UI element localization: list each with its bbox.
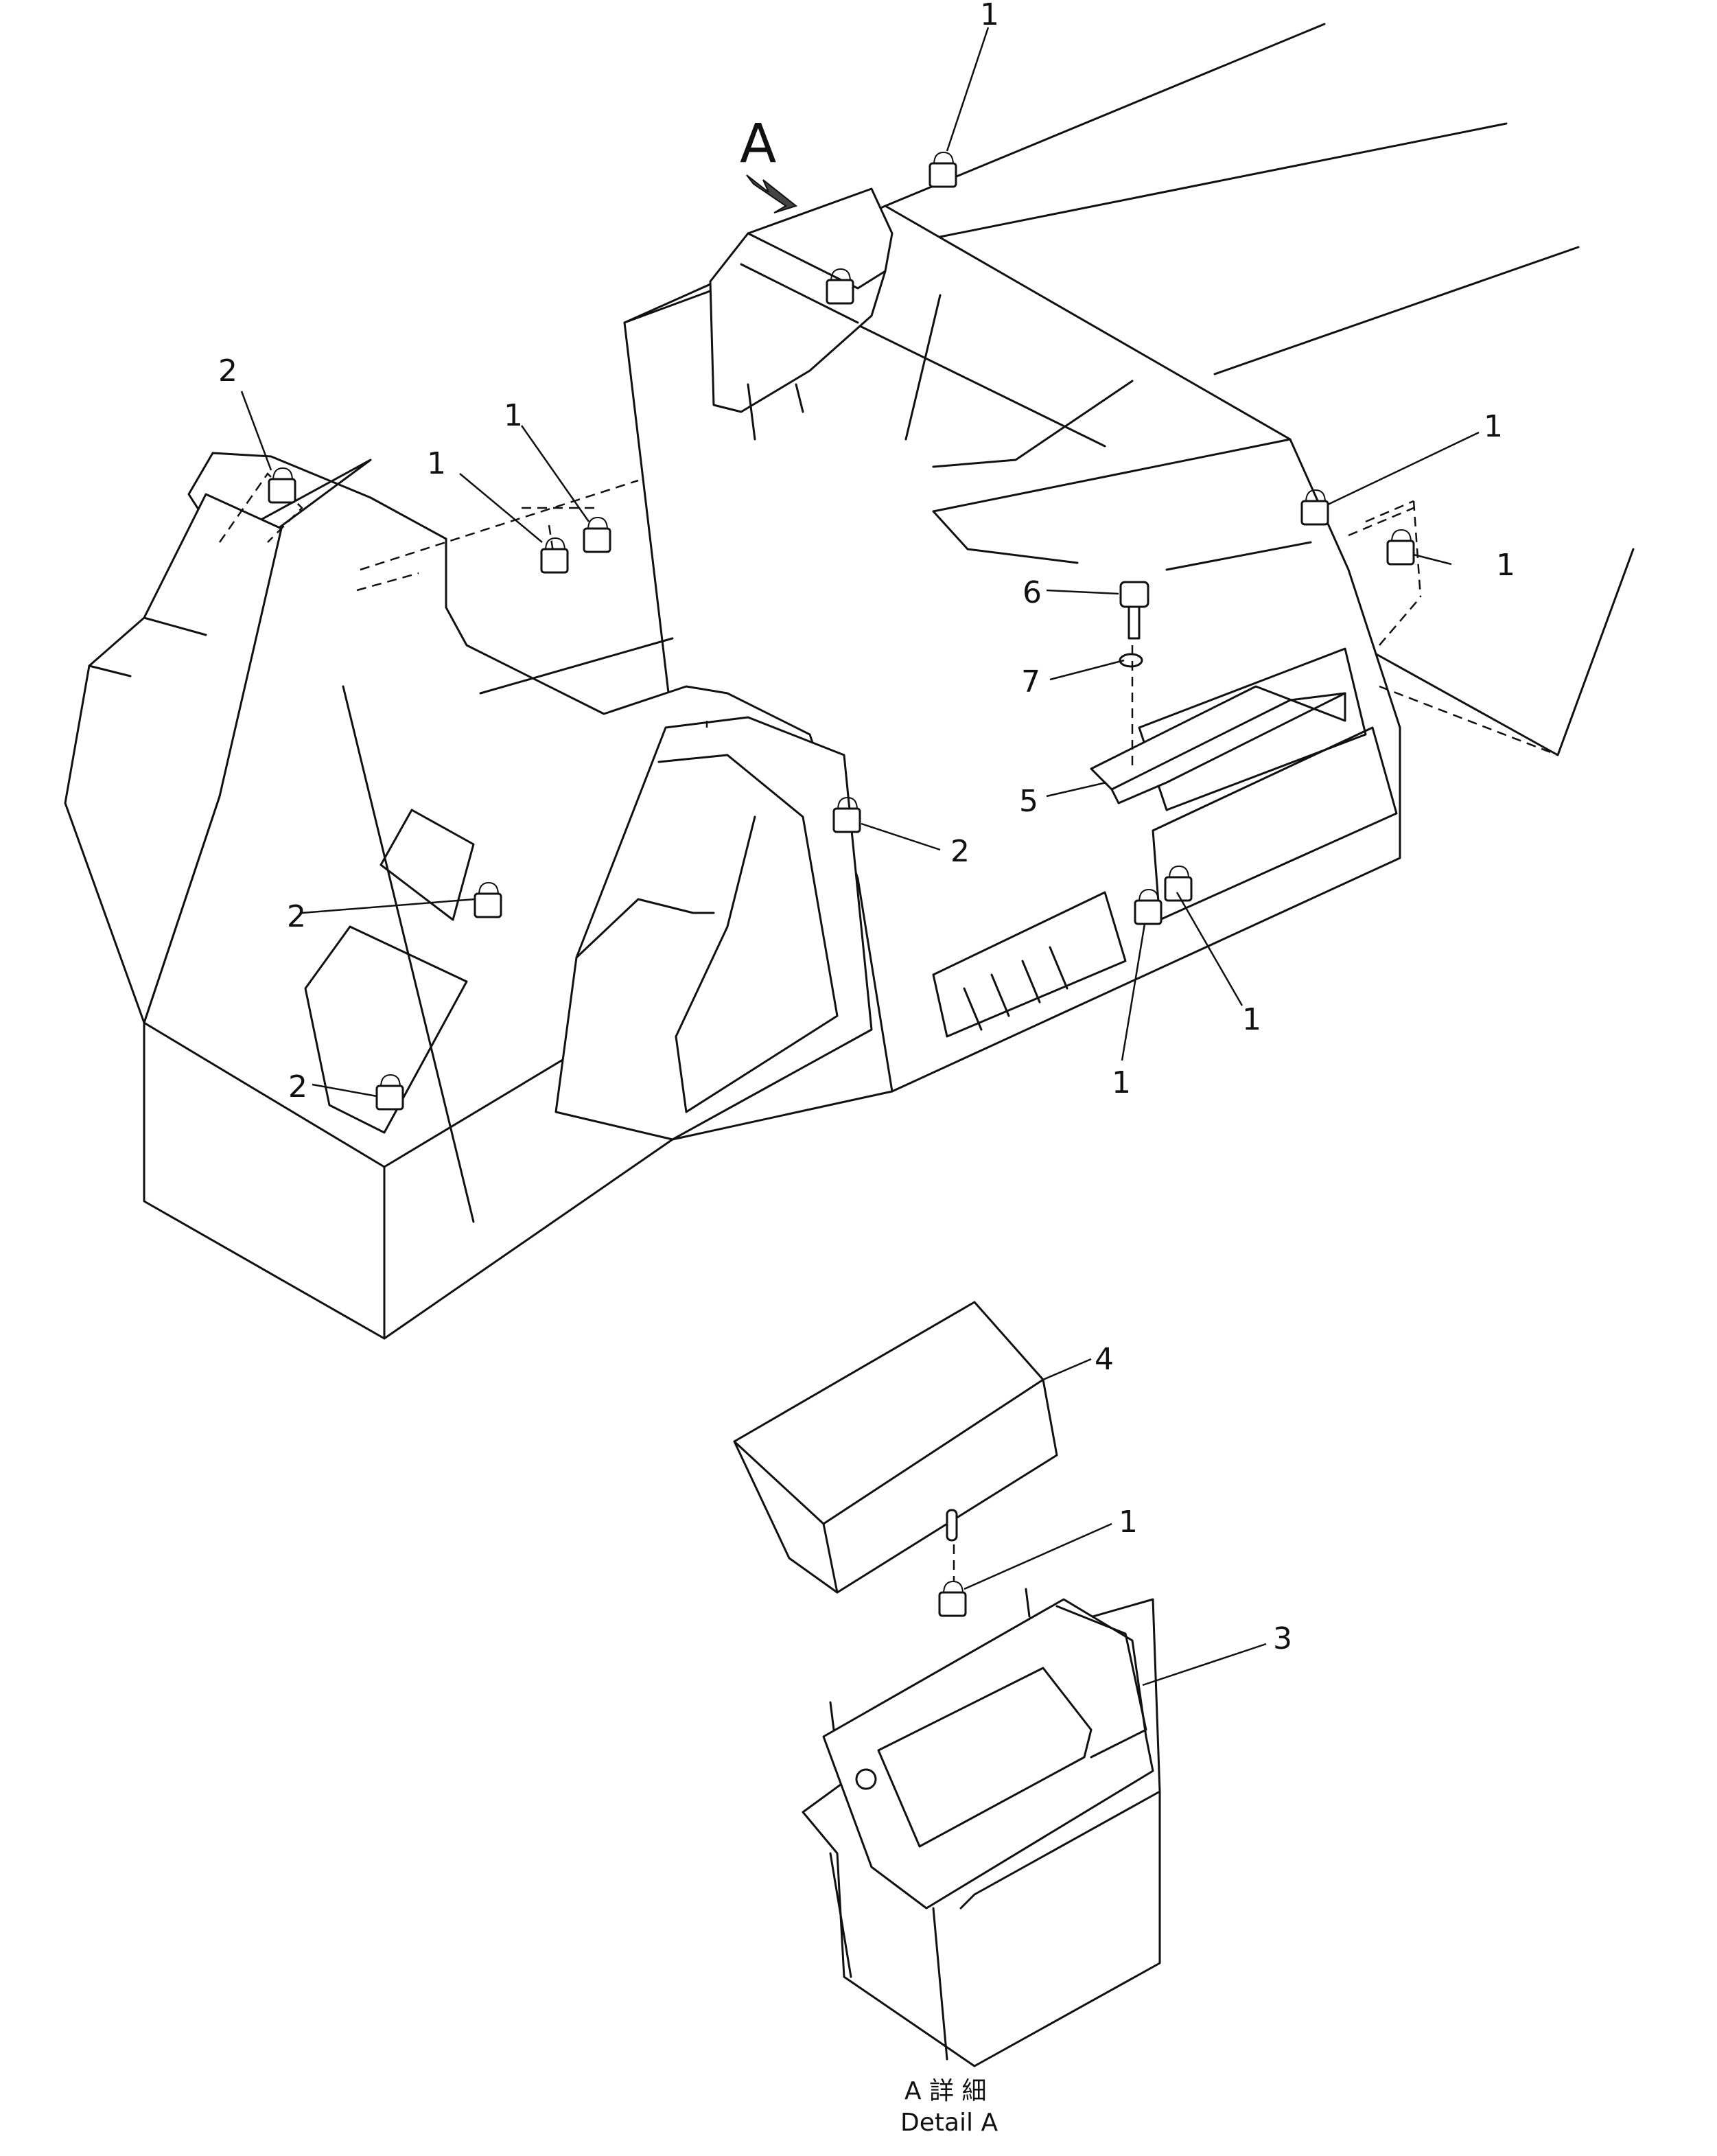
detail-caption: A 詳 細 Detail A	[900, 2077, 998, 2137]
box-part-3	[802, 1588, 1161, 2067]
callout-5: 5	[1019, 784, 1038, 819]
padlock-icon	[474, 881, 502, 918]
bolt-icon	[1119, 581, 1149, 608]
callout-4: 4	[1095, 1342, 1114, 1377]
callout-2-mid-left: 2	[287, 899, 306, 934]
padlock-icon	[928, 151, 957, 188]
callout-2-left-top: 2	[218, 353, 237, 389]
machine-body	[64, 23, 1635, 1340]
padlock-icon	[938, 1580, 967, 1617]
callout-1-right-side: 1	[1496, 548, 1515, 583]
leader-lines	[240, 27, 1480, 1686]
caption-line-2: Detail A	[900, 2109, 998, 2137]
padlock-icon	[1164, 865, 1193, 902]
callout-2-mid-right: 2	[950, 834, 970, 869]
callout-2-bottom-left: 2	[288, 1069, 307, 1104]
callout-7: 7	[1021, 664, 1040, 699]
padlock-icon	[375, 1074, 404, 1111]
callout-1-detail: 1	[1119, 1505, 1138, 1540]
caption-line-1: A 詳 細	[904, 2077, 987, 2105]
padlock-icon	[1386, 529, 1415, 566]
callout-1-top: 1	[980, 0, 999, 32]
padlock-icon	[268, 467, 296, 504]
padlock-icon	[1300, 489, 1329, 526]
callout-6: 6	[1023, 575, 1042, 610]
padlock-icon	[540, 537, 569, 574]
cover-part-4	[733, 1301, 1058, 1594]
padlock-icon	[832, 796, 861, 833]
view-arrow-a: A	[740, 113, 798, 213]
callout-1-right-top: 1	[1484, 409, 1503, 444]
callout-3: 3	[1273, 1621, 1292, 1656]
bracket-assembly	[1090, 581, 1346, 804]
detail-a	[733, 1301, 1161, 2067]
callout-1-left-a: 1	[427, 446, 446, 481]
view-letter-a: A	[740, 113, 776, 175]
callout-1-left-b: 1	[504, 398, 523, 433]
knob-icon	[855, 1768, 877, 1790]
washer-icon	[1119, 653, 1143, 668]
padlock-icon	[826, 268, 854, 305]
padlock-icon	[1134, 888, 1163, 925]
arrow-icon	[746, 174, 798, 213]
padlocks	[268, 151, 1415, 1617]
callout-numbers: 1 2 1 1 1 1 6 7 5 2 2 2 1 1 4 1 3	[218, 0, 1515, 1656]
latch-icon	[946, 1509, 958, 1542]
callout-1-front-right: 1	[1242, 1002, 1261, 1037]
padlock-icon	[583, 516, 611, 553]
callout-1-front-left: 1	[1112, 1065, 1131, 1100]
